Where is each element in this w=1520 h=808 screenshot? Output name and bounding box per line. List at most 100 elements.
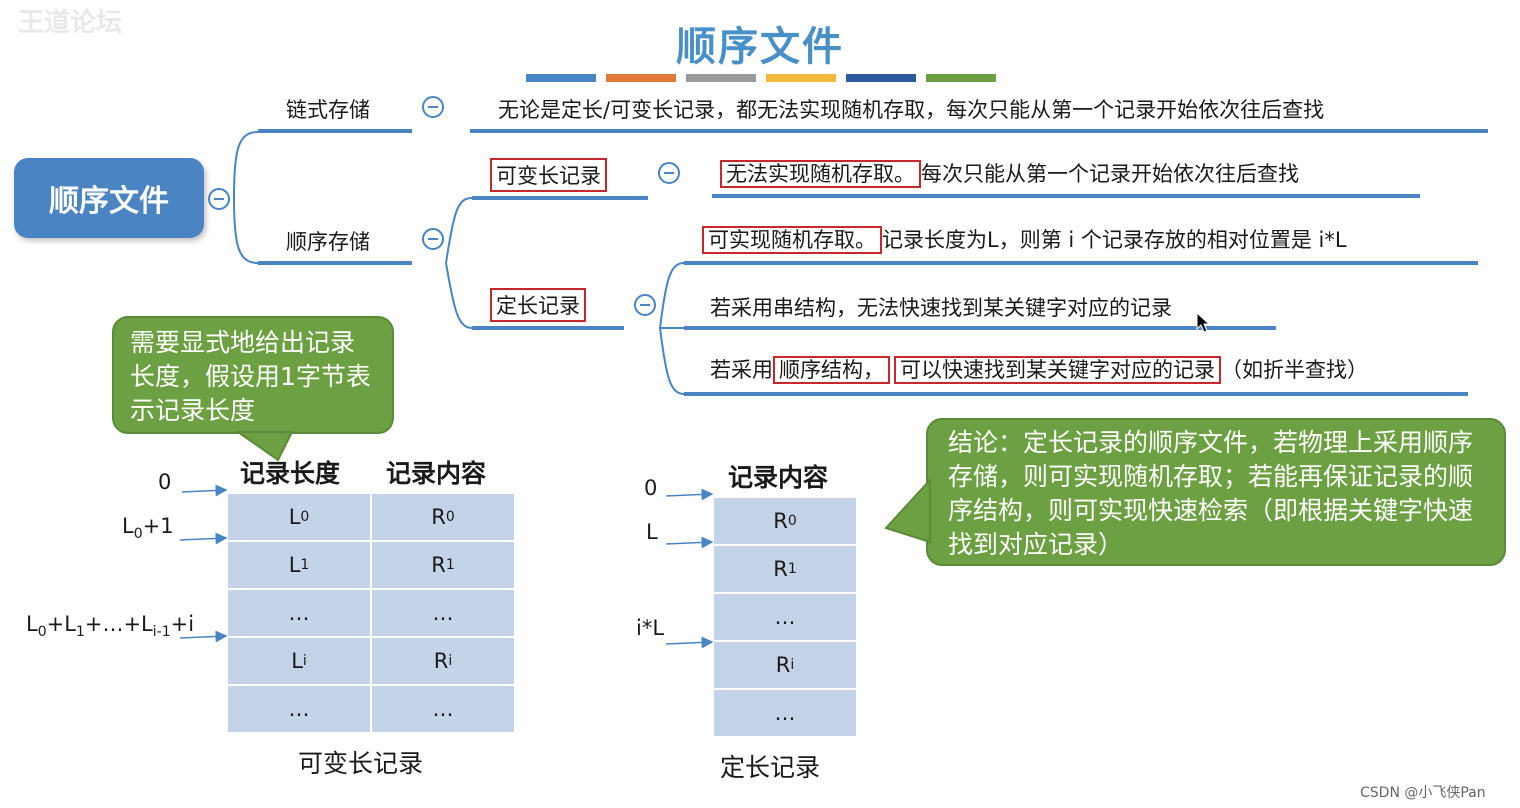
collapse-icon-chain[interactable] [422,96,444,118]
cell-main-text: L [291,649,303,673]
var-table-caption: 可变长记录 [298,749,424,778]
cell-subscript: i [302,653,307,669]
color-bar-segment [606,74,676,82]
node-chain-storage[interactable]: 链式存储 [286,98,370,122]
cell-main-text: +1 [142,514,174,538]
var-cell-length: … [228,686,372,734]
cell-subscript: 0 [37,624,47,641]
node-fixed-record[interactable]: 定长记录 [490,288,586,322]
callout-left-tail [236,431,294,462]
cell-main-text: … [774,701,796,725]
page-title: 顺序文件 [676,24,844,70]
color-bar-segment [926,74,996,82]
cell-subscript: i [448,653,453,669]
cell-subscript: 0 [445,509,455,525]
variable-detail-rest: 每次只能从第一个记录开始依次往后查找 [921,162,1299,186]
var-table-header-length: 记录长度 [240,459,341,488]
connector-fixed-children [659,262,685,395]
cell-main-text: R [433,649,449,673]
cell-subscript: 0 [787,513,797,529]
collapse-icon-sequential[interactable] [422,228,444,250]
cell-main-text: … [288,601,310,625]
cell-subscript: 1 [445,557,455,573]
cell-subscript: 0 [300,509,310,525]
cell-subscript: 1 [787,561,797,577]
watermark: 王道论坛 [18,8,123,38]
cell-main-text: +…+L [84,612,153,636]
connector-sequential-children [445,197,473,329]
fix-table-caption: 定长记录 [720,753,821,782]
cell-main-text: … [432,697,454,721]
cell-main-text: R [773,557,788,581]
node-variable-detail: 无法实现随机存取。每次只能从第一个记录开始依次往后查找 [720,158,1299,188]
cell-main-text: R [431,505,446,529]
cell-main-text: +L [46,612,76,636]
cell-subscript: i [790,657,795,673]
cell-main-text: R [431,553,446,577]
fix-cell-content: … [714,690,858,738]
var-offset-label: L0+1 [122,514,174,542]
credit-text: CSDN @小飞侠Pan [1360,785,1486,801]
cell-main-text: … [432,601,454,625]
collapse-icon-variable[interactable] [658,162,680,184]
cell-main-text: R [773,509,788,533]
fix-offset-label: 0 [644,476,658,500]
color-bar-segment [766,74,836,82]
fix-cell-content: … [714,594,858,642]
collapse-icon-fixed[interactable] [634,294,656,316]
node-sequential-storage[interactable]: 顺序存储 [286,230,370,254]
fixed-item3-post: （如折半查找） [1221,358,1368,382]
root-node[interactable]: 顺序文件 [14,158,204,238]
cell-subscript: i-1 [152,624,171,641]
var-cell-content: … [372,590,516,638]
color-bar-segment [526,74,596,82]
cell-subscript: 1 [75,624,85,641]
fix-offset-label: i*L [636,616,665,640]
cell-subscript: 0 [133,526,143,543]
fixed-item3-box1: 顺序结构， [773,356,890,384]
node-fixed-item2: 若采用串结构，无法快速找到某关键字对应的记录 [710,296,1172,320]
var-table-header-content: 记录内容 [386,459,487,488]
var-offset-label: L0+L1+…+Li-1+i [26,612,194,640]
node-variable-record[interactable]: 可变长记录 [490,158,607,192]
cell-main-text: … [774,605,796,629]
var-cell-length: … [228,590,372,638]
callout-conclusion: 结论：定长记录的顺序文件，若物理上采用顺序存储，则可实现随机存取；若能再保证记录… [926,418,1506,566]
cell-main-text: R [775,653,791,677]
color-bar [526,74,1006,82]
fix-offset-label: L [646,520,658,544]
connector-root-branches [233,131,259,264]
cell-main-text: L [288,505,301,529]
cell-main-text: … [288,697,310,721]
fixed-item3-pre: 若采用 [710,358,773,382]
color-bar-segment [686,74,756,82]
var-cell-content: … [372,686,516,734]
node-fixed-item3: 若采用顺序结构，可以快速找到某关键字对应的记录（如折半查找） [710,354,1368,384]
callout-right-tail [884,478,931,544]
color-bar-segment [846,74,916,82]
cell-subscript: 1 [300,557,310,573]
cell-main-text: +i [170,612,195,636]
cell-main-text: L [26,612,38,636]
node-chain-detail: 无论是定长/可变长记录，都无法实现随机存取，每次只能从第一个记录开始依次往后查找 [498,98,1325,122]
fix-table-header-content: 记录内容 [728,463,829,492]
collapse-icon-root[interactable] [208,188,230,210]
mouse-cursor-icon [1196,312,1210,333]
fixed-item1-highlight: 可实现随机存取。 [702,226,882,254]
cell-main-text: L [288,553,301,577]
var-offset-label: 0 [158,470,172,494]
fixed-item3-box2: 可以快速找到某关键字对应的记录 [894,356,1221,384]
callout-record-length: 需要显式地给出记录长度，假设用1字节表示记录长度 [112,316,394,434]
variable-detail-highlight: 无法实现随机存取。 [720,160,921,188]
fixed-item1-rest: 记录长度为L，则第 i 个记录存放的相对位置是 i*L [882,228,1347,252]
cell-main-text: L [122,514,134,538]
